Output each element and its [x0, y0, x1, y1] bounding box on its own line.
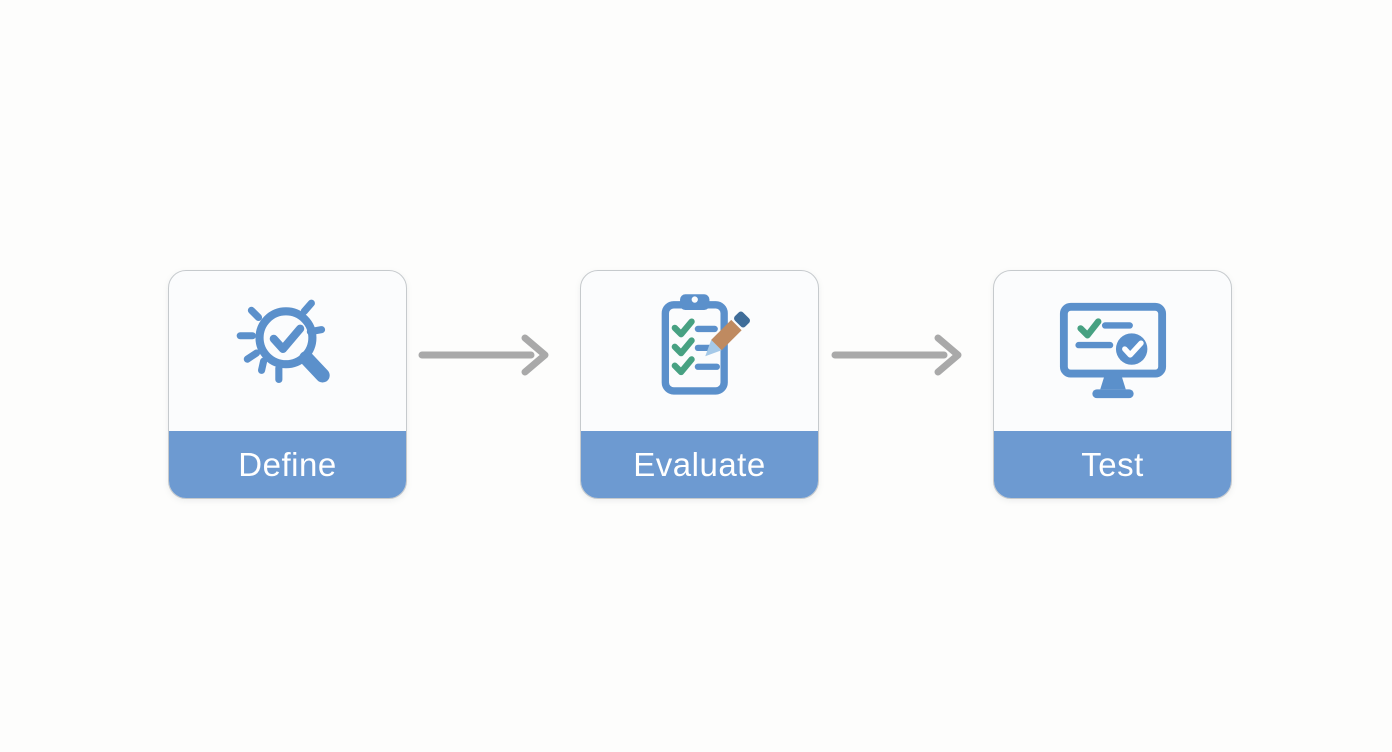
step-label: Evaluate — [633, 445, 766, 483]
monitor-screen — [1059, 302, 1166, 378]
magnifier-check-svg — [236, 299, 330, 384]
magnifier-rays — [236, 299, 325, 384]
step-card-evaluate: Evaluate — [580, 270, 819, 499]
step-label: Test — [1081, 445, 1144, 483]
monitor-check-svg — [1059, 302, 1166, 398]
pencil-body — [710, 319, 742, 351]
clipboard-checklist-svg — [661, 294, 750, 395]
screen-content — [1074, 317, 1147, 365]
pencil — [704, 311, 750, 357]
step-label-bar: Define — [169, 431, 406, 498]
check-badge — [1115, 332, 1147, 365]
magnifier-lens — [254, 307, 316, 369]
pencil-tip — [704, 339, 722, 357]
arrow-right-icon — [831, 334, 962, 376]
step-label-bar: Test — [994, 431, 1231, 498]
monitor-stand — [1099, 373, 1126, 389]
lens-checkmark — [269, 324, 304, 354]
pencil-cap — [733, 311, 750, 328]
monitor-check-icon — [994, 271, 1231, 431]
step-card-test: Test — [993, 270, 1232, 499]
clip-hole — [691, 296, 698, 303]
step-label-bar: Evaluate — [581, 431, 818, 498]
badge-checkmark — [1121, 339, 1144, 358]
arrow-right-icon — [418, 334, 549, 376]
clipboard-checklist-pencil-icon — [581, 271, 818, 431]
step-label: Define — [238, 445, 337, 483]
magnifier-handle — [298, 351, 330, 383]
magnifier-check-icon — [169, 271, 406, 431]
monitor-base — [1091, 388, 1134, 398]
step-card-define: Define — [168, 270, 407, 499]
checklist-rows — [671, 318, 720, 376]
